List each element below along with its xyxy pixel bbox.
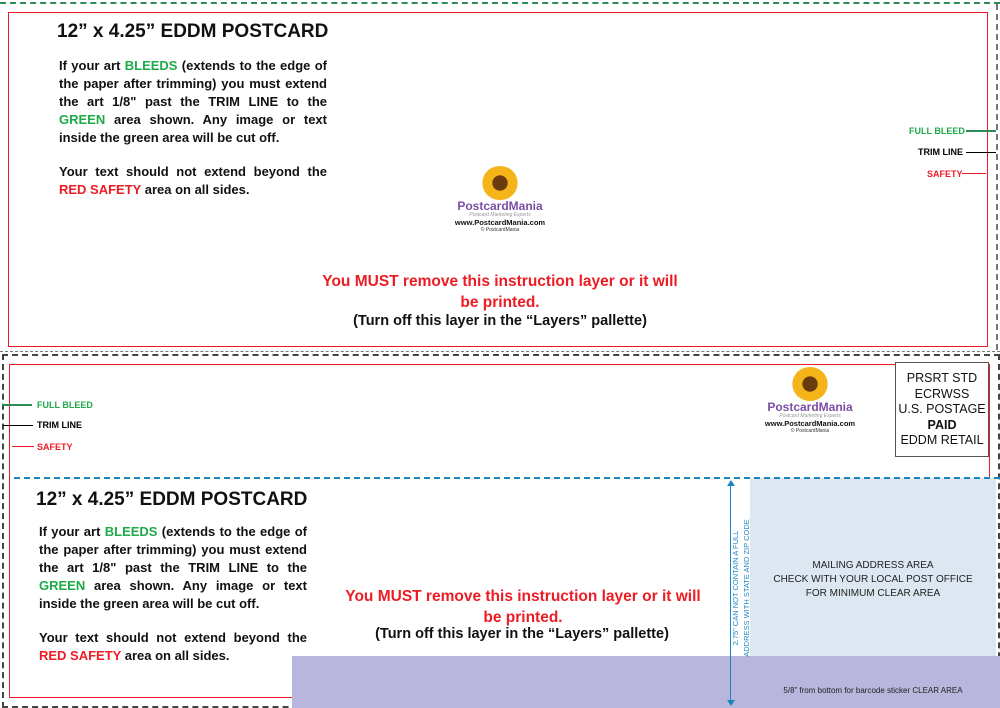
back-trim-line-label: TRIM LINE [37,420,82,430]
front-safety-area [8,12,988,347]
front-title: 12” x 4.25” EDDM POSTCARD [57,21,329,42]
front-trim-line [996,4,998,350]
front-trim-bottom [0,351,1000,352]
sunflower-icon [788,367,832,401]
arrow-right-icon [962,173,986,174]
arrow-left-icon [3,425,33,426]
front-full-bleed-label: FULL BLEED [909,126,965,136]
sunflower-icon [478,166,522,200]
back-warning: You MUST remove this instruction layer o… [345,588,701,626]
front-instructions: If your art BLEEDS (extends to the edge … [59,58,327,197]
mailing-address-area [750,478,996,656]
arrow-left-icon [2,404,32,406]
front-logo: PostcardMania Postcard Marketing Experts… [440,166,560,233]
back-safety-label: SAFETY [37,442,73,452]
arrow-up-icon [727,480,735,486]
postage-indicia: PRSRT STD ECRWSS U.S. POSTAGE PAID EDDM … [895,362,989,457]
back-turn-off-note: (Turn off this layer in the “Layers” pal… [375,626,669,642]
front-turn-off-note: (Turn off this layer in the “Layers” pal… [353,313,647,329]
arrow-left-icon [12,446,34,447]
back-full-bleed-label: FULL BLEED [37,400,93,410]
address-guide-line [14,477,1000,479]
front-safety-label: SAFETY [927,169,963,179]
front-bleed-line [0,2,1000,4]
arrow-right-icon [966,152,996,153]
barcode-note: 5/8” from bottom for barcode sticker CLE… [783,686,963,695]
arrow-right-icon [966,130,996,132]
back-title: 12” x 4.25” EDDM POSTCARD [36,489,308,510]
barcode-clear-area [292,656,1000,708]
arrow-down-icon [727,700,735,706]
measurement-arrow [730,482,731,704]
back-instructions: If your art BLEEDS (extends to the edge … [39,524,307,663]
back-logo: PostcardMania Postcard Marketing Experts… [750,367,870,434]
front-warning: You MUST remove this instruction layer o… [322,273,678,311]
front-trim-line-label: TRIM LINE [918,147,963,157]
